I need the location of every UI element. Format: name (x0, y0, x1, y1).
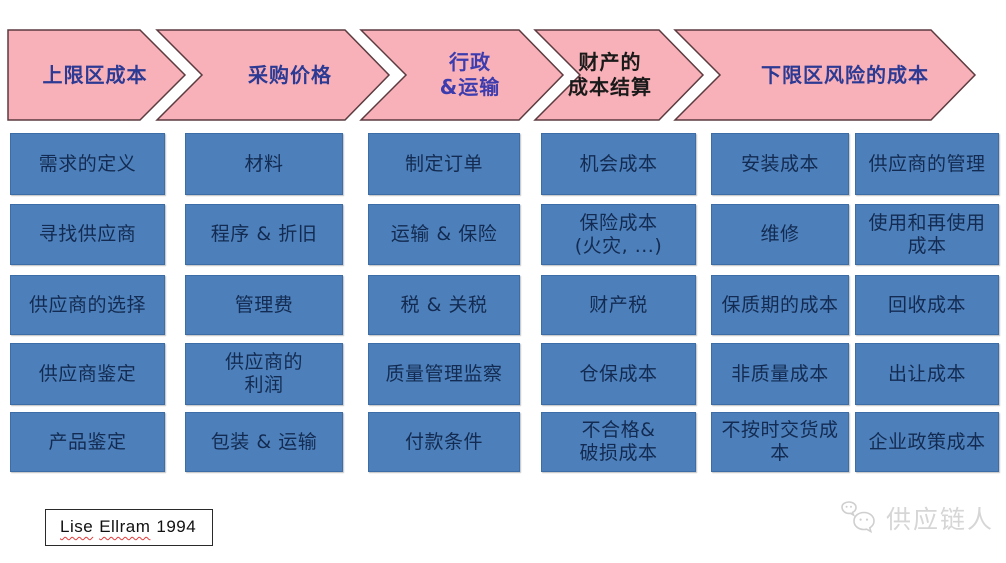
cost-box: 供应商的管理 (855, 133, 999, 195)
watermark: 供应链人 (838, 500, 994, 536)
cost-box: 回收成本 (855, 275, 999, 335)
cost-box: 出让成本 (855, 343, 999, 405)
cost-box: 供应商的 利润 (185, 343, 343, 405)
cost-box: 企业政策成本 (855, 412, 999, 472)
arrow-shape-5 (673, 29, 977, 121)
cost-box: 保险成本 (火灾, ...) (541, 204, 696, 265)
cost-box: 仓保成本 (541, 343, 696, 405)
cost-box: 保质期的成本 (711, 275, 849, 335)
cost-box: 不按时交货成本 (711, 412, 849, 472)
cost-box: 包装 & 运输 (185, 412, 343, 472)
cost-box: 机会成本 (541, 133, 696, 195)
cost-box: 材料 (185, 133, 343, 195)
cost-box: 供应商鉴定 (10, 343, 165, 405)
cost-box: 运输 & 保险 (368, 204, 520, 265)
arrow-shape-3 (359, 29, 565, 121)
citation-year: 1994 (156, 517, 197, 536)
watermark-text: 供应链人 (885, 505, 994, 534)
cost-box: 寻找供应商 (10, 204, 165, 265)
process-arrow-band: 上限区成本 采购价格 行政 &运输 财产的 成本结算 下限区风险的成本 (0, 29, 1006, 121)
arrow-shape-1 (7, 29, 187, 121)
cost-box: 供应商的选择 (10, 275, 165, 335)
arrow-shapes (7, 29, 977, 121)
cost-box: 制定订单 (368, 133, 520, 195)
cost-box: 使用和再使用 成本 (855, 204, 999, 265)
cost-box: 付款条件 (368, 412, 520, 472)
arrow-shape-2 (155, 29, 391, 121)
citation-author-last: Ellram (99, 517, 151, 536)
cost-box: 产品鉴定 (10, 412, 165, 472)
cost-box: 质量管理监察 (368, 343, 520, 405)
citation-author-first: Lise (60, 517, 94, 536)
cost-box: 安装成本 (711, 133, 849, 195)
citation-box: Lise Ellram 1994 (45, 509, 214, 546)
cost-box: 需求的定义 (10, 133, 165, 195)
cost-box: 程序 & 折旧 (185, 204, 343, 265)
cost-box: 不合格& 破损成本 (541, 412, 696, 472)
cost-box: 非质量成本 (711, 343, 849, 405)
cost-box: 管理费 (185, 275, 343, 335)
cost-box: 维修 (711, 204, 849, 265)
arrow-shape-4 (533, 29, 705, 121)
cost-box: 税 & 关税 (368, 275, 520, 335)
cost-box: 财产税 (541, 275, 696, 335)
chat-bubbles-logo-icon (841, 501, 875, 534)
